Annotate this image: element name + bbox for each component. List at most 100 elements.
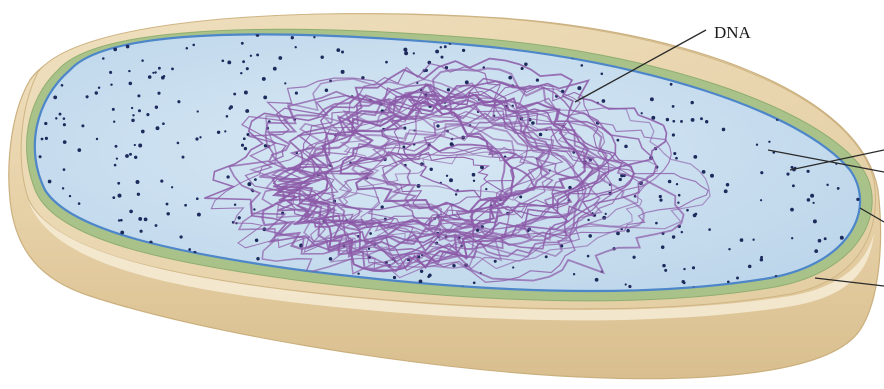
ribosome-dot [676,183,678,185]
ribosome-dot [195,137,198,140]
ribosome-dot [798,59,801,62]
ribosome-dot [188,248,191,251]
ribosome-dot [677,202,679,204]
ribosome-dot [756,144,758,146]
ribosome-dot [427,275,430,278]
ribosome-dot [336,48,340,52]
ribosome-dot [447,88,450,91]
ribosome-dot [831,113,834,116]
ribosome-dot [217,131,220,134]
ribosome-dot [284,82,286,84]
ribosome-dot [221,59,224,62]
ribosome-dot [413,52,415,54]
ribosome-dot [727,280,730,283]
ribosome-dot [329,257,333,261]
ribosome-dot [59,113,62,116]
ribosome-dot [681,231,683,233]
ribosome-dot [655,222,658,225]
ribosome-dot [63,123,66,126]
ribosome-dot [196,197,199,200]
ribosome-dot [670,83,673,86]
ribosome-dot [166,212,169,215]
ribosome-dot [659,195,662,198]
ribosome-dot [69,37,73,41]
ribosome-dot [41,138,44,141]
ribosome-dot [197,110,199,112]
ribosome-dot [325,89,329,93]
ribosome-dot [112,108,115,111]
ribosome-dot [722,128,726,132]
ribosome-dot [113,48,117,52]
ribosome-dot [791,237,793,239]
ribosome-dot [472,173,476,177]
ribosome-dot [799,79,802,82]
ribosome-dot [98,86,100,88]
ribosome-dot [263,95,267,99]
ribosome-dot [115,145,118,148]
ribosome-dot [262,77,266,81]
ribosome-dot [624,145,628,149]
ribosome-dot [86,95,89,98]
ribosome-dot [462,49,465,52]
ribosome-dot [692,266,695,269]
ribosome-dot [810,194,814,198]
ribosome-dot [244,147,247,150]
ribosome-dot [45,137,48,140]
ribosome-dot [116,157,118,159]
ribosome-dot [156,126,160,130]
ribosome-dot [62,187,64,189]
ribosome-dot [226,115,229,118]
ribosome-dot [678,194,681,197]
ribosome-dot [125,154,129,158]
ribosome-dot [160,180,163,183]
ribosome-dot [419,280,423,284]
ribosome-dot [680,120,683,123]
ribosome-dot [177,142,180,145]
ribosome-dot [155,106,158,109]
ribosome-dot [131,119,134,122]
ribosome-dot [109,71,112,74]
ribosome-dot [118,219,120,221]
ribosome-dot [157,92,160,95]
ribosome-dot [521,67,524,70]
ribosome-dot [686,45,688,47]
ribosome-dot [166,203,169,206]
ribosome-dot [536,79,539,82]
ribosome-dot [792,184,795,187]
ribosome-dot [814,249,818,253]
ribosome-dot [659,198,662,201]
ribosome-dot [791,79,795,83]
ribosome-dot [134,156,137,159]
ribosome-dot [726,183,729,186]
ribosome-dot [91,36,95,40]
ribosome-dot [790,208,794,212]
ribosome-dot [429,168,432,171]
ribosome-dot [842,69,845,72]
ribosome-dot [686,209,689,212]
ribosome-dot [856,198,859,201]
ribosome-dot [227,60,231,64]
ribosome-dot [256,257,259,260]
ribosome-dot [131,107,133,109]
ribosome-dot [146,113,149,116]
ribosome-dot [129,210,133,214]
ribosome-dot [740,238,744,242]
ribosome-dot [69,195,71,197]
ribosome-dot [161,76,165,80]
ribosome-dot [672,105,675,108]
ribosome-dot [824,237,827,240]
ribosome-dot [651,116,655,120]
ribosome-dot [826,184,828,186]
ribosome-dot [587,255,590,258]
ribosome-dot [531,121,535,125]
ribosome-dot [141,130,145,134]
ribosome-dot [700,117,703,120]
ribosome-dot [128,70,130,72]
ribosome-dot [233,93,236,96]
ribosome-dot [138,217,142,221]
ribosome-dot [693,155,697,159]
dna-label: DNA [714,23,752,42]
ribosome-dot [673,152,676,155]
ribosome-dot [96,138,98,140]
